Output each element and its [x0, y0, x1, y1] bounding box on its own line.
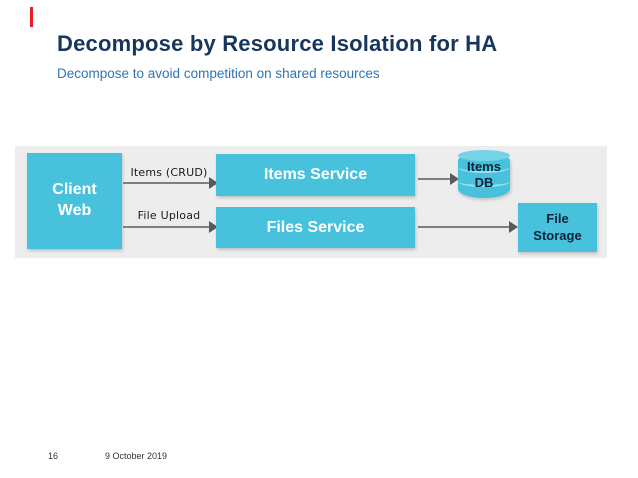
edge-line-file-upload [123, 226, 210, 228]
edge-label-file-upload: File Upload [137, 209, 201, 222]
node-items-db: Items DB [458, 150, 510, 198]
db-cylinder-top [458, 150, 510, 161]
arrowhead-right-icon [209, 177, 218, 189]
edge-label-items-crud: Items (CRUD) [130, 166, 208, 179]
client-web-label: Client Web [52, 180, 96, 222]
arrowhead-right-icon [209, 221, 218, 233]
client-web-label-line2: Web [57, 202, 92, 219]
items-db-label-line2: DB [474, 175, 494, 191]
client-web-label-line1: Client [52, 181, 97, 199]
node-file-storage: File Storage [518, 203, 597, 252]
edge-line-items-service-to-db [418, 178, 451, 180]
page-title: Decompose by Resource Isolation for HA [57, 31, 498, 56]
items-db-label: Items DB [458, 159, 510, 192]
file-storage-label-line1: File [546, 211, 569, 227]
db-cylinder-ridge [458, 176, 510, 187]
footer-date: 9 October 2019 [105, 451, 168, 461]
footer-page-number: 16 [48, 451, 59, 461]
edge-line-files-service-to-storage [418, 226, 510, 228]
node-items-service: Items Service [216, 154, 415, 196]
arrowhead-right-icon [509, 221, 518, 233]
arrowhead-right-icon [450, 173, 459, 185]
page-subtitle: Decompose to avoid competition on shared… [57, 66, 380, 81]
file-storage-label-line2: Storage [533, 227, 582, 243]
node-files-service: Files Service [216, 207, 415, 248]
red-accent-bar [30, 7, 33, 27]
db-cylinder-ridge [458, 162, 510, 173]
file-storage-label: File Storage [533, 211, 581, 244]
items-db-label-line1: Items [467, 159, 501, 174]
architecture-diagram: Client Web Items (CRUD) File Upload Item… [15, 146, 607, 258]
node-client-web: Client Web [27, 153, 122, 249]
edge-line-items-crud [123, 182, 210, 184]
